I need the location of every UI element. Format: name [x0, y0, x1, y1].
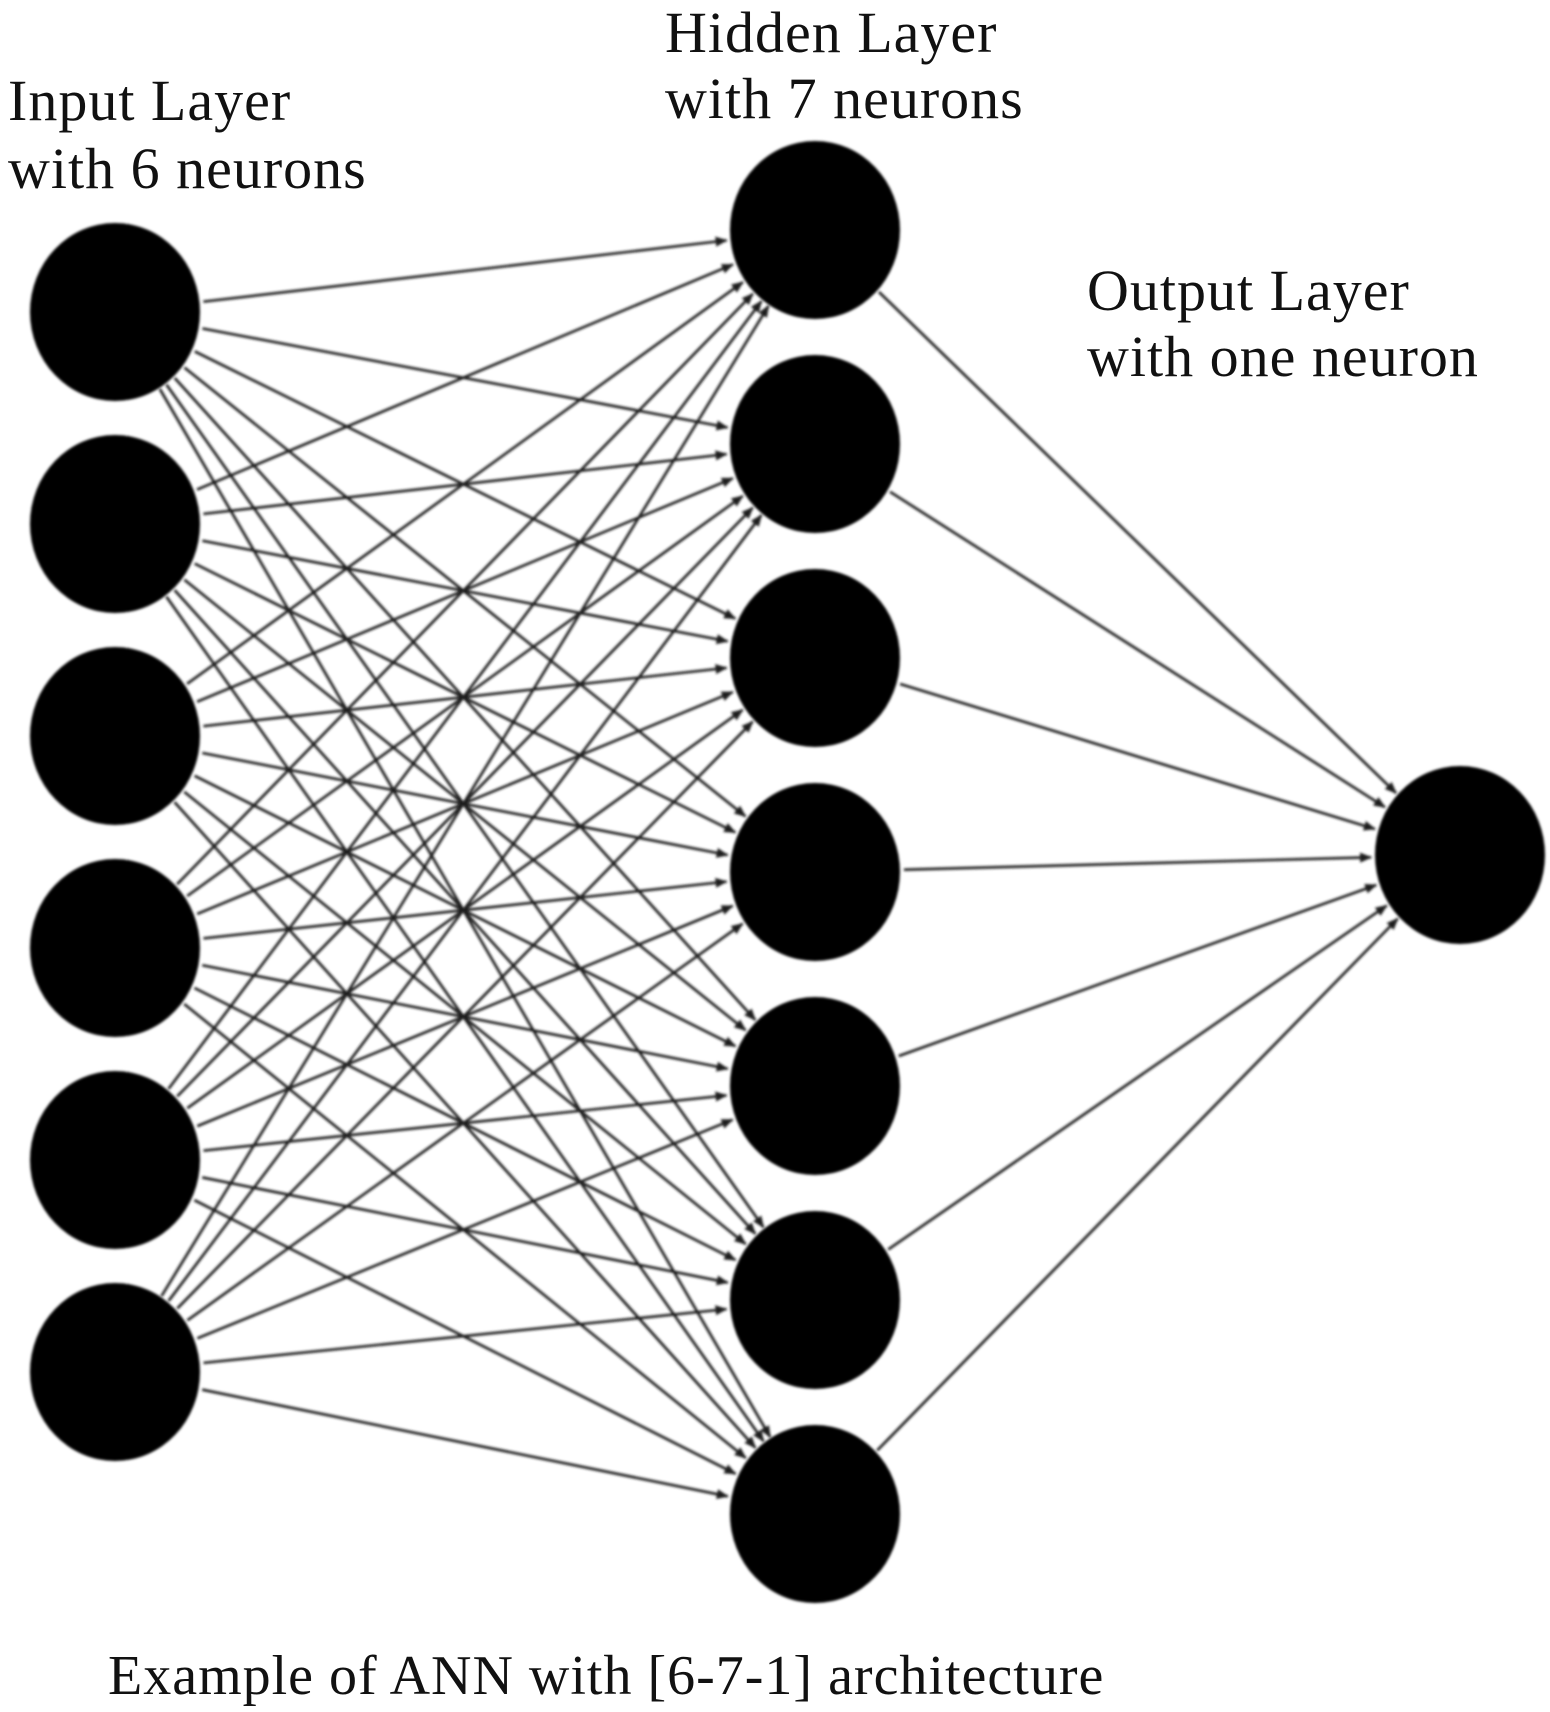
edge-hidden-2-to-output-1 [889, 490, 1386, 809]
edge-input-6-to-hidden-2 [167, 514, 763, 1302]
connections [158, 236, 1399, 1500]
input-neuron-6 [30, 1283, 200, 1461]
input-neuron-2 [30, 435, 200, 613]
edge-hidden-6-to-output-1 [887, 904, 1388, 1251]
edge-input-6-to-hidden-6 [203, 1305, 728, 1365]
edge-hidden-1-to-output-1 [878, 291, 1397, 794]
edge-hidden-3-to-output-1 [899, 682, 1376, 831]
edge-hidden-4-to-output-1 [903, 852, 1373, 871]
output-neuron-1 [1375, 766, 1545, 944]
hidden-neuron-2 [730, 355, 900, 533]
input-neuron-3 [30, 647, 200, 825]
input-layer-label-line2: with 6 neurons [8, 136, 367, 201]
hidden-neuron-3 [730, 569, 900, 747]
hidden-layer-label-line2: with 7 neurons [665, 66, 1024, 131]
input-layer-label: Input Layer with 6 neurons [8, 68, 367, 201]
hidden-neuron-6 [730, 1211, 900, 1389]
hidden-neuron-1 [730, 141, 900, 319]
edge-input-3-to-hidden-1 [186, 281, 744, 685]
edge-input-2-to-hidden-1 [196, 263, 734, 491]
hidden-layer-label: Hidden Layer with 7 neurons [665, 0, 1024, 131]
output-layer-label: Output Layer with one neuron [1087, 258, 1479, 389]
edge-input-6-to-hidden-5 [196, 1118, 734, 1340]
edge-input-6-to-hidden-7 [201, 1388, 729, 1500]
edge-input-6-to-hidden-4 [186, 922, 744, 1322]
hidden-neuron-4 [730, 783, 900, 961]
edge-hidden-7-to-output-1 [876, 917, 1399, 1452]
hidden-neuron-7 [730, 1425, 900, 1603]
diagram-caption: Example of ANN with [6-7-1] architecture [108, 1645, 1104, 1707]
input-neuron-1 [30, 223, 200, 401]
input-neuron-4 [30, 859, 200, 1037]
hidden-layer-label-line1: Hidden Layer [665, 0, 997, 65]
edge-input-4-to-hidden-1 [176, 292, 754, 886]
neurons [30, 141, 1545, 1603]
output-layer-label-line2: with one neuron [1087, 324, 1479, 389]
edge-input-6-to-hidden-3 [176, 720, 754, 1310]
output-layer-label-line1: Output Layer [1087, 258, 1410, 323]
edge-input-5-to-hidden-1 [167, 300, 763, 1090]
edge-input-6-to-hidden-1 [160, 305, 770, 1297]
hidden-neuron-5 [730, 997, 900, 1175]
input-layer-label-line1: Input Layer [8, 68, 291, 133]
input-neuron-5 [30, 1071, 200, 1249]
edge-input-1-to-hidden-1 [203, 236, 728, 303]
edge-hidden-5-to-output-1 [898, 883, 1378, 1058]
